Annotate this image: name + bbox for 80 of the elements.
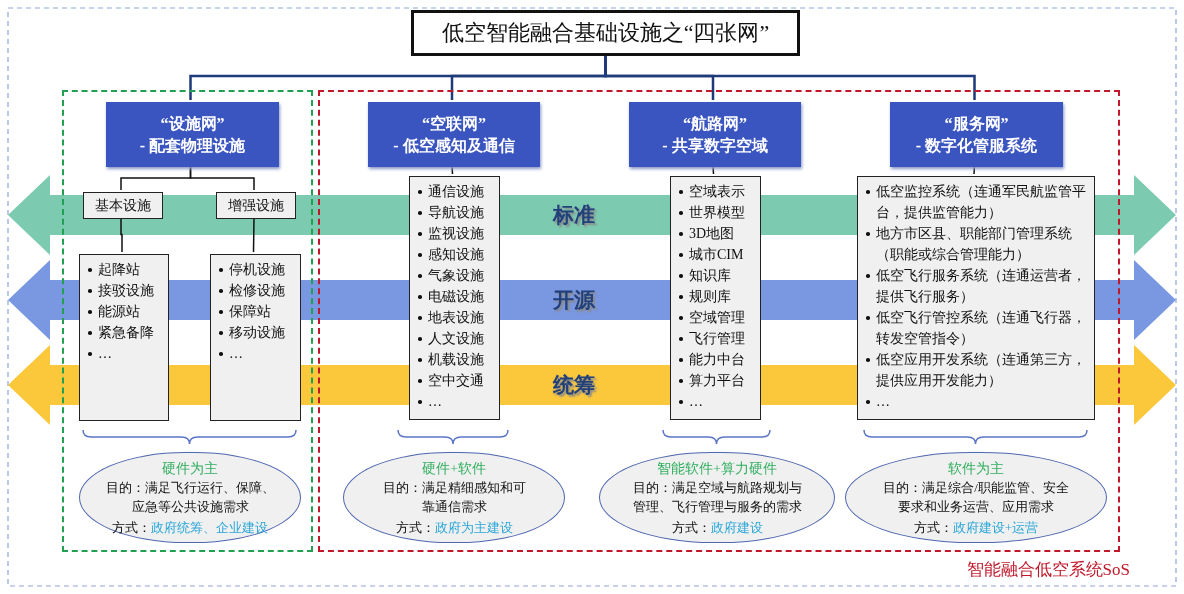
purpose-text: 目的：满足飞行运行、保障、应急等公共设施需求 (104, 478, 276, 516)
title-box: 低空智能融合基础设施之“四张网” (411, 10, 800, 56)
list-item-text: 地表设施 (428, 310, 484, 325)
header-title: “空联网” (421, 113, 487, 134)
list-item-text: 保障站 (229, 304, 271, 319)
list-box (857, 176, 1095, 420)
list-item-text: 空域管理 (689, 310, 745, 325)
method-value: 政府统筹、企业建设 (151, 519, 268, 535)
header-title: “设施网” (159, 113, 226, 134)
method-label: 方式： (395, 519, 435, 535)
header-subtitle: - 低空感知及通信 (392, 135, 516, 156)
header-box (629, 102, 801, 167)
list-item-text: 电磁设施 (428, 289, 484, 304)
category-box: 增强设施 (216, 192, 296, 219)
list-item-text: 空中交通 (428, 373, 484, 388)
list-item-text: 停机设施 (229, 262, 285, 277)
list-item-text: 空域表示 (689, 184, 745, 199)
list-item-text: 算力平台 (689, 373, 745, 388)
method-label: 方式： (112, 519, 151, 535)
list-item-text: 规则库 (689, 289, 731, 304)
method-label: 方式： (671, 519, 711, 535)
connector-line (604, 56, 976, 100)
summary-heading: 软件为主 (948, 459, 1004, 478)
list-item-text: 低空飞行管控系统（连通飞行器，转发空管指令） (876, 310, 1086, 346)
header-box (106, 102, 279, 167)
list-item-text: … (689, 394, 703, 409)
list-item-text: 人文设施 (428, 331, 484, 346)
summary-heading: 智能软件+算力硬件 (657, 459, 777, 478)
list-box (79, 254, 169, 421)
list-item-text: 低空应用开发系统（连通第三方，提供应用开发能力） (876, 352, 1086, 388)
list-item-text: 世界模型 (689, 205, 745, 220)
header-box (890, 102, 1063, 167)
method-value: 政府为主建设 (434, 519, 513, 535)
list-item-text: 监视设施 (428, 226, 484, 241)
band-label: 开源 (553, 287, 595, 314)
header-subtitle: - 共享数字空域 (661, 135, 769, 156)
list-box (670, 176, 761, 420)
purpose-text: 目的：满足空域与航路规划与管理、飞行管理与服务的需求 (631, 478, 803, 516)
list-item-text: 能源站 (98, 304, 140, 319)
header-subtitle: - 配套物理设施 (138, 135, 247, 156)
purpose-text: 目的：满足精细感知和可靠通信需求 (381, 478, 527, 516)
header-box (368, 102, 540, 167)
list-item-text: 城市CIM (689, 247, 744, 262)
list-item-text: 起降站 (98, 262, 140, 277)
method-label: 方式： (913, 519, 953, 535)
purpose-text: 目的：满足综合/职能监管、安全要求和业务运营、应用需求 (882, 478, 1070, 516)
header-subtitle: - 数字化管服系统 (914, 135, 1039, 156)
category-box: 基本设施 (83, 192, 163, 219)
list-item-text: 检修设施 (229, 283, 285, 298)
list-item-text: 3D地图 (689, 226, 735, 241)
list-item-text: 地方市区县、职能部门管理系统（职能或综合管理能力） (876, 226, 1072, 262)
band-label: 标准 (553, 202, 595, 229)
list-item-text: 气象设施 (428, 268, 484, 283)
header-title: “服务网” (943, 113, 1010, 134)
list-item-text: 低空飞行服务系统（连通运营者，提供飞行服务） (876, 268, 1086, 304)
group-caption: 智能融合低空系统SoS (966, 559, 1130, 581)
list-item-text: … (876, 394, 890, 409)
band-label: 统筹 (553, 372, 595, 399)
list-item-text: 感知设施 (428, 247, 484, 262)
list-item-text: … (428, 394, 442, 409)
list-item-text: 知识库 (689, 268, 731, 283)
summary-heading: 硬件为主 (162, 459, 218, 478)
list-item-text: 机载设施 (428, 352, 484, 367)
list-item-text: 接驳设施 (98, 283, 154, 298)
dashed-group-frame (62, 90, 313, 552)
list-box (210, 254, 301, 421)
list-box (409, 176, 500, 420)
list-item-text: 低空监控系统（连通军民航监管平台，提供监管能力） (876, 184, 1086, 220)
header-title: “航路网” (682, 113, 748, 134)
list-item-text: 飞行管理 (689, 331, 745, 346)
list-item-text: 导航设施 (428, 205, 484, 220)
list-item-text: … (229, 346, 243, 361)
list-item-text: 移动设施 (229, 325, 285, 340)
list-item-text: … (98, 346, 112, 361)
method-value: 政府建设+运营 (952, 519, 1039, 535)
list-item-text: 能力中台 (689, 352, 745, 367)
method-value: 政府建设 (710, 519, 763, 535)
list-item-text: 紧急备降 (98, 325, 154, 340)
list-item-text: 通信设施 (428, 184, 484, 199)
summary-heading: 硬件+软件 (422, 459, 486, 478)
